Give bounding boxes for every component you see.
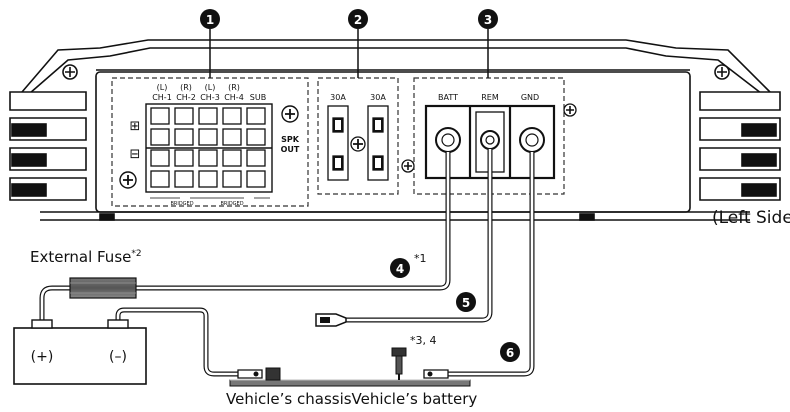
svg-text:2: 2 [354,13,362,27]
panel1-screw-right [281,105,299,123]
fuse-panel-screw [350,136,366,152]
vehicle-chassis [229,347,471,387]
batt-terminal [435,127,461,153]
speaker-terminal [198,128,218,146]
ch2-side: (R) [180,83,192,92]
svg-text:5: 5 [462,296,470,310]
speaker-terminal [222,128,242,146]
amplifier-body [9,39,781,221]
svg-text:6: 6 [506,346,514,360]
left-heatsink [9,91,87,201]
rem-label: REM [481,93,499,102]
fuse-2 [367,105,389,181]
speaker-terminal-panel: (L) (R) (L) (R) CH-1 CH-2 CH-3 CH-4 SUB … [111,77,309,207]
svg-text:4: 4 [396,262,404,276]
callout-2: 2 [348,9,368,29]
bridged-label-2: BRIDGED [220,201,243,207]
panel1-screw-bottom [119,171,137,189]
chassis-bolt-note: *3, 4 [410,334,437,347]
speaker-terminal [174,107,194,125]
ch2-label: CH-2 [176,93,196,102]
gnd-wire [440,152,535,377]
batt-wire [39,152,451,320]
terminal-grid [146,107,272,188]
speaker-terminal [198,170,218,188]
ch4-label: CH-4 [224,93,244,102]
rem-connector [315,313,347,327]
fuse-1 [327,105,349,181]
battery-positive-label: (+) [31,349,54,365]
batt-label: BATT [438,93,458,102]
negative-row-icon: ⊟ [130,147,141,162]
speaker-terminal [246,107,266,125]
spk-out-label-2: OUT [281,145,300,154]
battery-negative-wire [115,307,242,377]
ch3-label: CH-3 [200,93,220,102]
caption: Vehicle’s chassisVehicle’s battery [226,390,478,408]
external-fuse-note: *2 [131,249,142,259]
external-fuse-label: External Fuse*2 [30,248,142,266]
housing-screw-left [62,64,78,80]
speaker-terminal [174,128,194,146]
fuse1-rating: 30A [330,93,346,102]
speaker-terminal [246,128,266,146]
fuse2-rating: 30A [370,93,386,102]
rem-wire [346,149,493,323]
left-side-label: (Left Side) [712,208,790,228]
external-fuse [69,277,137,299]
battery: (+) (–) [13,319,147,385]
svg-text:3: 3 [484,13,492,27]
sub-label: SUB [250,93,266,102]
callout-6: 6 [500,342,520,362]
gnd-terminal [519,127,545,153]
speaker-terminal [198,149,218,167]
right-heatsink [699,91,781,201]
battery-negative-label: (–) [109,349,127,365]
ch1-side: (L) [157,83,168,92]
speaker-terminal [246,170,266,188]
housing-screw-right [714,64,730,80]
gnd-label: GND [521,93,539,102]
speaker-terminal [246,149,266,167]
callout-3: 3 [478,9,498,29]
speaker-terminal [174,149,194,167]
bridged-label-1: BRIDGED [170,201,193,207]
ch3-side: (L) [205,83,216,92]
speaker-terminal [198,107,218,125]
ch4-side: (R) [228,83,240,92]
speaker-terminal [150,170,170,188]
svg-text:1: 1 [206,13,214,27]
speaker-terminal [174,170,194,188]
speaker-terminal [222,107,242,125]
right-panel-screw [563,103,577,117]
speaker-terminal [222,149,242,167]
external-fuse-text: External Fuse [30,248,132,266]
spk-out-label-1: SPK [281,135,300,144]
speaker-terminal [222,170,242,188]
batt-wire-note: *1 [414,252,427,265]
speaker-terminal [150,128,170,146]
speaker-terminal [150,149,170,167]
rem-terminal [480,130,500,150]
callout-5: 5 [456,292,476,312]
positive-row-icon: ⊞ [130,119,141,134]
speaker-terminal [150,107,170,125]
mid-screw [401,159,415,173]
ch1-label: CH-1 [152,93,172,102]
callout-1: 1 [200,9,220,29]
callout-4: 4 [390,258,410,278]
